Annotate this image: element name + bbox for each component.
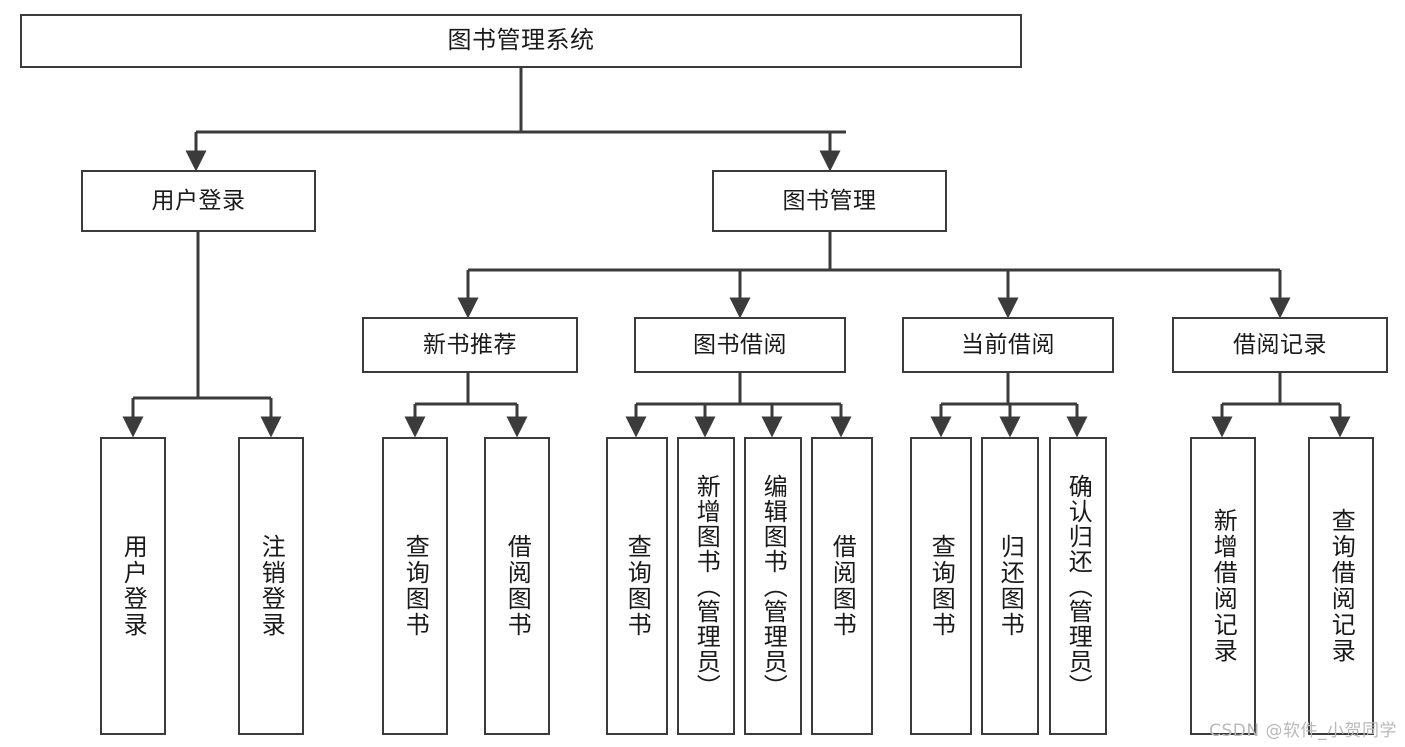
node-label: 用户登录 <box>119 534 148 638</box>
node-label: 借阅记录 <box>1233 331 1327 358</box>
leaf-recommend-borrow-book[interactable]: 借阅图书 <box>484 437 550 735</box>
node-book-borrow[interactable]: 图书借阅 <box>634 317 846 373</box>
node-book-management[interactable]: 图书管理 <box>712 170 947 232</box>
node-label: 当前借阅 <box>961 331 1055 358</box>
leaf-user-login-login[interactable]: 用户登录 <box>100 437 166 735</box>
leaf-record-add-borrow-record[interactable]: 新增借阅记录 <box>1190 437 1256 735</box>
node-label: 图书管理系统 <box>447 26 595 55</box>
leaf-borrow-borrow-book[interactable]: 借阅图书 <box>811 437 873 735</box>
node-label: 新增图书（管理员） <box>692 473 721 699</box>
leaf-borrow-add-book-admin[interactable]: 新增图书（管理员） <box>677 437 735 735</box>
node-user-login[interactable]: 用户登录 <box>81 170 316 232</box>
leaf-current-return-book[interactable]: 归还图书 <box>981 437 1039 735</box>
node-label: 编辑图书（管理员） <box>759 473 788 699</box>
node-label: 查询图书 <box>401 534 430 638</box>
leaf-record-query-borrow-record[interactable]: 查询借阅记录 <box>1308 437 1374 735</box>
node-root-system[interactable]: 图书管理系统 <box>20 14 1022 68</box>
leaf-current-query-book[interactable]: 查询图书 <box>910 437 972 735</box>
node-label: 借阅图书 <box>503 534 532 638</box>
node-label: 用户登录 <box>151 187 246 214</box>
node-label: 查询借阅记录 <box>1327 508 1356 664</box>
csdn-watermark: CSDN @软件_小贺同学 <box>1209 721 1397 741</box>
node-label: 查询图书 <box>927 534 956 638</box>
node-label: 确认归还（管理员） <box>1064 473 1093 699</box>
node-label: 图书借阅 <box>693 331 787 358</box>
node-label: 归还图书 <box>996 534 1025 638</box>
leaf-recommend-query-book[interactable]: 查询图书 <box>382 437 448 735</box>
node-label: 新增借阅记录 <box>1209 508 1238 664</box>
leaf-user-login-logout[interactable]: 注销登录 <box>238 437 304 735</box>
leaf-borrow-edit-book-admin[interactable]: 编辑图书（管理员） <box>744 437 802 735</box>
node-borrow-record[interactable]: 借阅记录 <box>1172 317 1388 373</box>
node-label: 查询图书 <box>623 534 652 638</box>
leaf-current-confirm-return-admin[interactable]: 确认归还（管理员） <box>1049 437 1107 735</box>
leaf-borrow-query-book[interactable]: 查询图书 <box>606 437 668 735</box>
node-label: 借阅图书 <box>828 534 857 638</box>
node-current-borrow[interactable]: 当前借阅 <box>902 317 1114 373</box>
node-label: 图书管理 <box>782 187 877 214</box>
node-label: 注销登录 <box>257 534 286 638</box>
node-label: 新书推荐 <box>423 331 517 358</box>
node-new-book-recommend[interactable]: 新书推荐 <box>362 317 578 373</box>
